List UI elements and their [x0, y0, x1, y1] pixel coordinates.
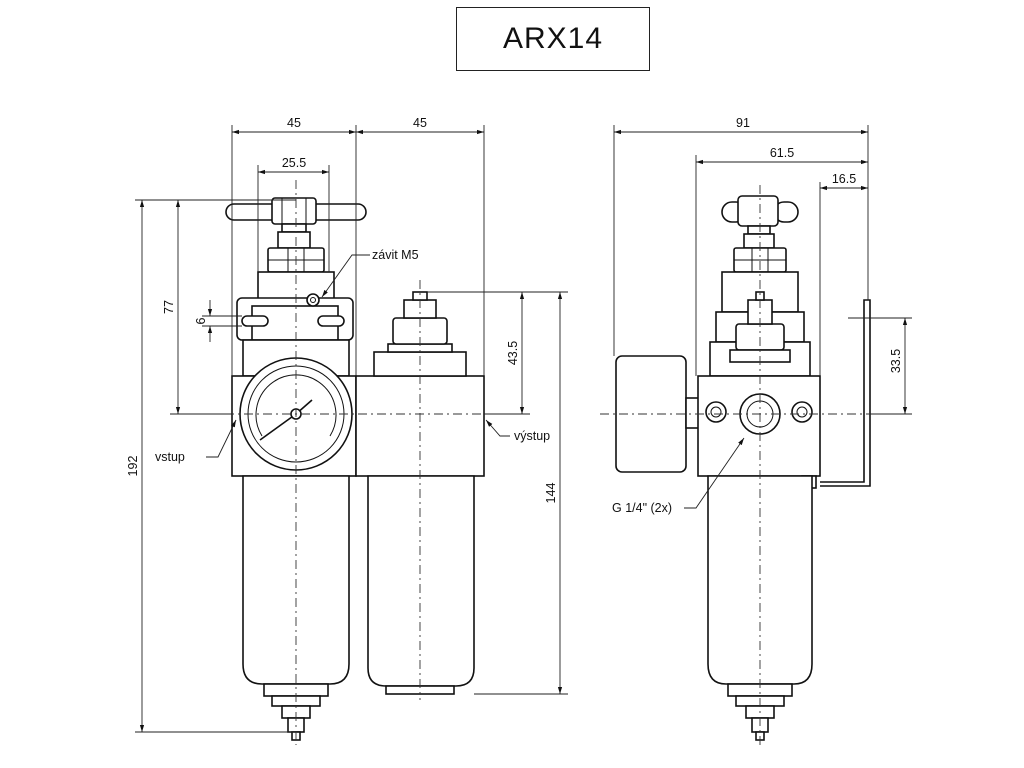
regulator-stem — [267, 223, 325, 273]
dim-slot: 6 — [194, 317, 208, 324]
label-outlet: výstup — [514, 429, 550, 443]
drawing-title: ARX14 — [502, 22, 604, 55]
dim-front-width-right: 45 — [413, 116, 427, 130]
dim-side-total-width: 91 — [736, 116, 750, 130]
front-view — [225, 180, 495, 745]
label-thread: závit M5 — [372, 248, 419, 262]
lubricator-bowl — [367, 475, 475, 695]
title-block: ARX14 — [456, 7, 650, 71]
dim-lubricator-upper: 43.5 — [506, 341, 520, 365]
dim-handle-width: 25.5 — [282, 156, 306, 170]
dim-side-bracket: 16.5 — [832, 172, 856, 186]
side-handle — [721, 195, 799, 273]
dim-side-height: 33.5 — [889, 349, 903, 373]
dim-front-width-left: 45 — [287, 116, 301, 130]
dim-lubricator-height: 144 — [544, 483, 558, 504]
dim-upper-height: 77 — [162, 300, 176, 314]
front-dimension-texts: 45 45 25.5 192 77 6 43.5 144 závit M5 vs… — [126, 116, 558, 503]
side-dimensions — [613, 125, 912, 509]
front-dimensions — [135, 125, 568, 733]
side-dimension-texts: 91 61.5 16.5 33.5 G 1/4" (2x) — [612, 116, 903, 515]
side-view — [600, 185, 880, 748]
label-port: G 1/4" (2x) — [612, 501, 672, 515]
dim-side-width-mid: 61.5 — [770, 146, 794, 160]
dim-total-height: 192 — [126, 456, 140, 477]
label-inlet: vstup — [155, 450, 185, 464]
